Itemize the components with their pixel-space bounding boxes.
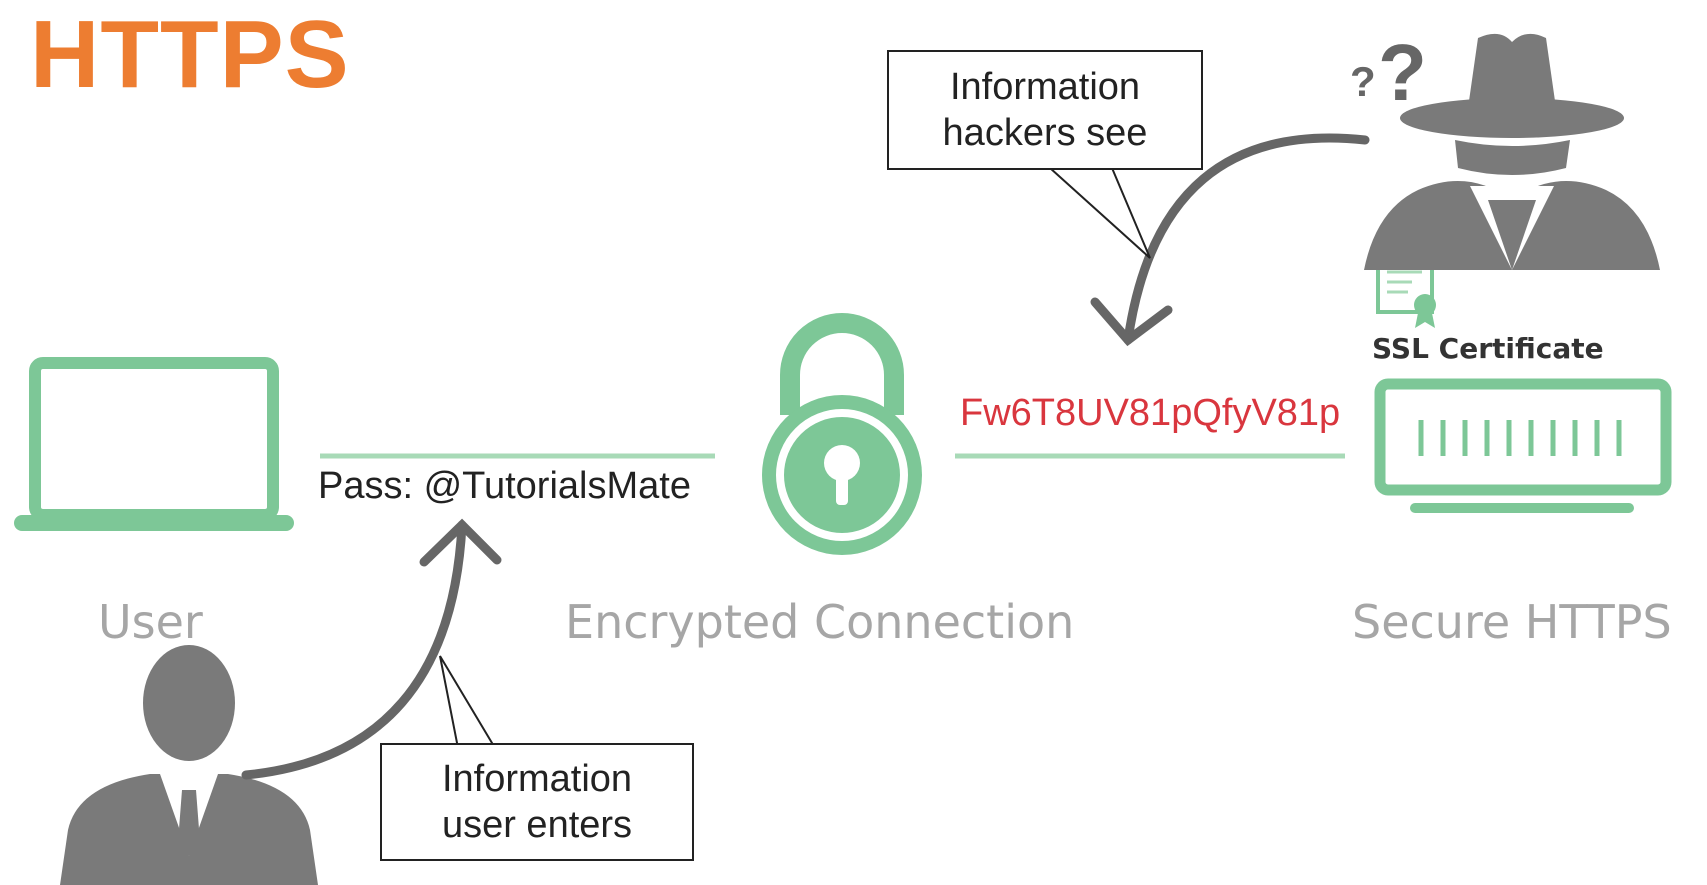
user-callout-line1: Information — [441, 758, 633, 800]
hacker-callout: Information hackers see — [887, 50, 1203, 170]
svg-text:?: ? — [1378, 28, 1427, 117]
laptop-icon — [14, 357, 294, 531]
diagram-title: HTTPS — [30, 1, 350, 108]
server-icon — [1374, 378, 1672, 513]
svg-text:?: ? — [1350, 58, 1376, 105]
user-callout: Information user enters — [380, 743, 694, 861]
encrypted-text: Fw6T8UV81pQfyV81p — [960, 392, 1341, 434]
businessman-icon — [60, 645, 318, 885]
question-marks-icon: ? ? — [1350, 28, 1427, 117]
connection-label: Encrypted Connection — [565, 595, 1075, 649]
spy-hacker-icon — [1364, 33, 1660, 270]
hacker-callout-pointer — [1047, 167, 1151, 259]
server-label: Secure HTTPS — [1352, 595, 1672, 649]
user-label: User — [98, 595, 203, 649]
plain-password-text: Pass: @TutorialsMate — [318, 465, 691, 507]
user-arrow — [241, 518, 502, 780]
hacker-callout-line1: Information — [949, 66, 1141, 108]
hacker-callout-line2: hackers see — [942, 112, 1148, 154]
user-callout-line2: user enters — [441, 804, 633, 846]
hacker-arrow — [1090, 133, 1370, 347]
user-callout-pointer — [439, 655, 497, 749]
ssl-certificate-label: SSL Certificate — [1372, 332, 1604, 365]
padlock-icon — [762, 313, 922, 555]
